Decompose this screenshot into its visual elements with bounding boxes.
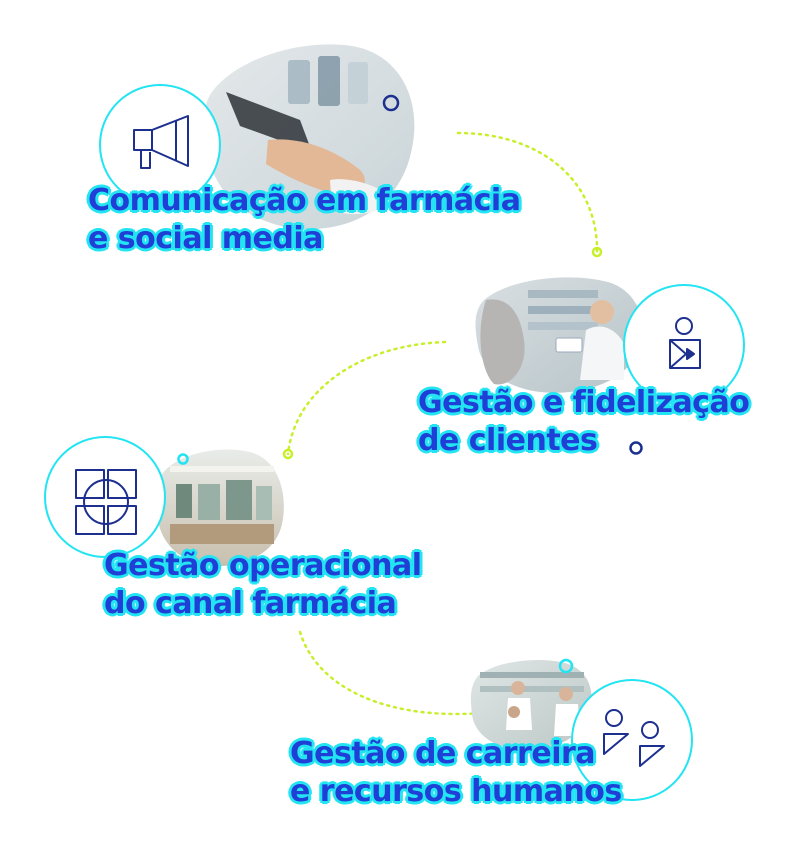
pharmacy-team-photo	[470, 660, 592, 751]
megaphone-icon	[133, 115, 189, 169]
pharmacy-interior-photo	[155, 449, 284, 567]
connector-1-2	[456, 131, 599, 254]
connector-end-dot	[591, 246, 603, 258]
connector-end-dot	[282, 448, 294, 460]
step-title-line: e recursos humanos	[290, 774, 622, 809]
step-title-line: Gestão operacional	[104, 548, 422, 583]
step-title-line: Comunicação em farmácia	[88, 183, 521, 218]
icon-circle-4	[571, 679, 693, 801]
step-title-line: do canal farmácia	[104, 586, 397, 621]
connector-2-3	[286, 340, 447, 456]
step-title-line: de clientes	[418, 423, 598, 458]
step-title-line: Gestão e fidelização	[418, 385, 750, 420]
pharmacist-customer-photo	[475, 277, 643, 393]
step-title-line: e social media	[88, 221, 323, 256]
shapes-grid-icon	[75, 469, 137, 535]
step-title-line: Gestão de carreira	[290, 736, 596, 771]
accent-dot	[177, 453, 189, 465]
accent-dot	[382, 94, 400, 112]
step-title-careers-hr: Gestão de carreira e recursos humanos	[290, 735, 622, 811]
icon-circle-3	[44, 436, 166, 558]
step-title-operations: Gestão operacional do canal farmácia	[104, 547, 422, 623]
connector-3-4	[298, 630, 484, 716]
customer-badge-icon	[669, 317, 701, 369]
accent-dot	[558, 658, 574, 674]
accent-dot	[629, 441, 643, 455]
people-icon	[603, 709, 665, 767]
icon-circle-2	[623, 284, 745, 406]
icon-circle-1	[99, 84, 221, 206]
step-title-communication: Comunicação em farmácia e social media	[88, 182, 521, 258]
tablet-pharmacy-photo	[203, 44, 415, 230]
step-title-customer-management: Gestão e fidelização de clientes	[418, 384, 750, 460]
